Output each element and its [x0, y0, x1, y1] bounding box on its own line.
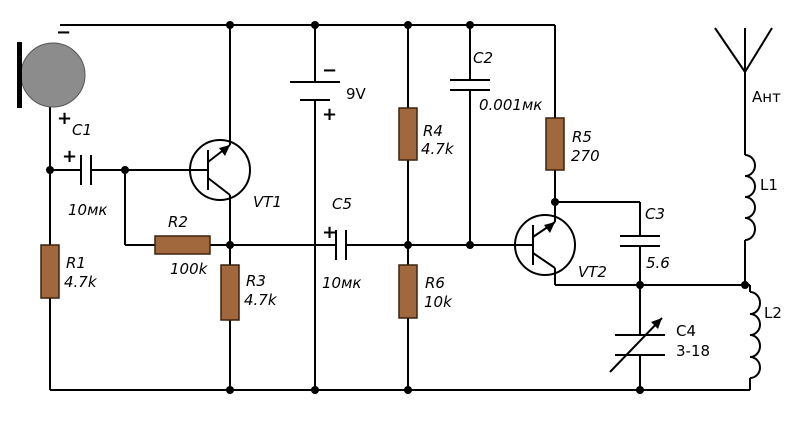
r5-value: 270	[571, 147, 600, 165]
capacitor-c5: + C5 10мк	[322, 195, 361, 292]
vt2-label: VT2	[578, 263, 607, 281]
r3-label: R3	[246, 272, 266, 290]
battery-plus-sign: +	[322, 104, 337, 125]
capacitor-c2: C2 0.001мк	[450, 49, 542, 114]
wiring	[49, 24, 751, 391]
junction-dot	[311, 386, 319, 394]
battery-voltage: 9V	[346, 85, 367, 103]
capacitor-c1: + C1 10мк	[62, 121, 107, 219]
c3-label: C3	[645, 205, 665, 223]
junction-dot	[226, 386, 234, 394]
antenna-label: Ант	[752, 88, 781, 106]
junction-dot	[46, 166, 54, 174]
c4-label: C4	[676, 322, 696, 340]
junction-dot	[226, 21, 234, 29]
resistor-r1: R1 4.7k	[40, 244, 98, 299]
resistor-r5: R5 270	[545, 117, 600, 171]
l1-label: L1	[760, 176, 778, 194]
mic-plus-sign: +	[57, 108, 72, 129]
r1-label: R1	[66, 254, 86, 272]
transistor-vt1: VT1	[189, 139, 282, 211]
r5-label: R5	[572, 128, 592, 146]
inductor-l1: L1	[744, 154, 778, 241]
junction-dot	[404, 386, 412, 394]
c2-label: C2	[473, 49, 493, 67]
junction-dot	[466, 241, 474, 249]
r6-label: R6	[425, 274, 445, 292]
junction-dot	[404, 241, 412, 249]
vt1-label: VT1	[253, 193, 282, 211]
r2-label: R2	[168, 213, 188, 231]
junction-dot	[404, 21, 412, 29]
microphone: − +	[17, 22, 86, 129]
c1-value: 10мк	[68, 201, 107, 219]
transistor-vt2: VT2	[514, 214, 607, 281]
c1-label: C1	[72, 121, 92, 139]
antenna: Ант	[714, 27, 781, 106]
c1-plus-sign: +	[62, 146, 77, 167]
c4-value: 3-18	[676, 342, 710, 360]
battery: − + 9V	[290, 60, 367, 125]
capacitor-c4: C4 3-18	[609, 317, 710, 373]
junction-dot	[636, 386, 644, 394]
resistor-r6: R6 10k	[398, 264, 453, 319]
mic-minus-sign: −	[56, 22, 71, 43]
resistor-r4: R4 4.7k	[398, 107, 455, 161]
capacitor-c3: C3 5.6	[620, 205, 670, 272]
junction-dot	[311, 21, 319, 29]
r2-value: 100k	[170, 260, 209, 278]
c5-label: C5	[332, 195, 352, 213]
r1-value: 4.7k	[64, 273, 98, 291]
c5-plus-sign: +	[322, 222, 337, 243]
r4-label: R4	[423, 122, 443, 140]
junction-dot	[226, 241, 234, 249]
l2-label: L2	[764, 304, 782, 322]
junction-dot	[466, 21, 474, 29]
c3-value: 5.6	[646, 254, 670, 272]
r3-value: 4.7k	[244, 291, 278, 309]
junction-dot	[551, 198, 559, 206]
battery-minus-sign: −	[322, 60, 337, 81]
resistor-r3: R3 4.7k	[220, 264, 278, 321]
inductor-l2: L2	[749, 291, 782, 379]
resistor-r2: R2 100k	[154, 213, 211, 278]
c2-value: 0.001мк	[479, 96, 542, 114]
c5-value: 10мк	[322, 274, 361, 292]
junction-dot	[636, 281, 644, 289]
r6-value: 10k	[424, 293, 453, 311]
junction-dots	[46, 21, 749, 394]
r4-value: 4.7k	[421, 140, 455, 158]
junction-dot	[741, 281, 749, 289]
junction-dot	[121, 166, 129, 174]
